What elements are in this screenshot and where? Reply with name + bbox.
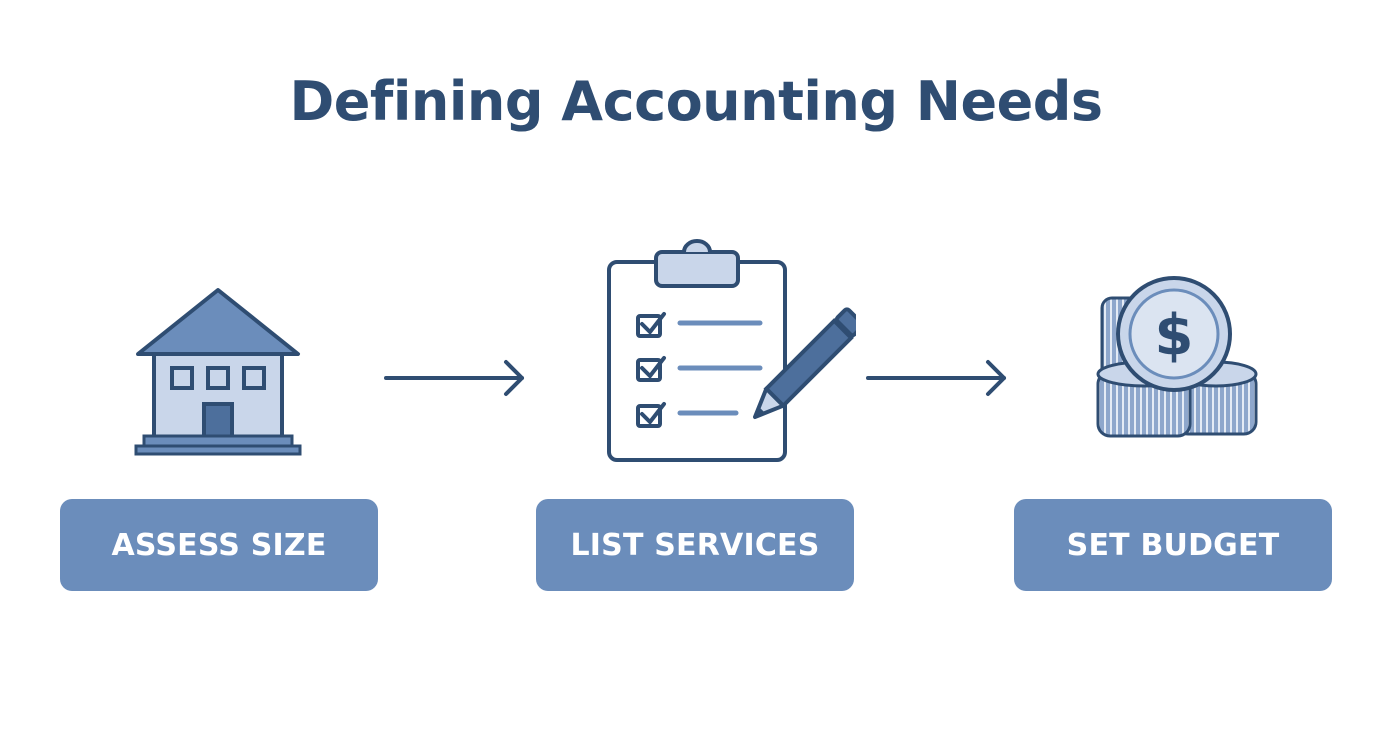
coins-icon: $ <box>1096 276 1258 438</box>
assess-size-button[interactable]: ASSESS SIZE <box>60 499 378 591</box>
clipboard-checklist-icon <box>607 239 856 462</box>
arrow-right-icon <box>866 360 1006 396</box>
list-services-button[interactable]: LIST SERVICES <box>536 499 854 591</box>
arrow-right-icon <box>384 360 524 396</box>
diagram-title: Defining Accounting Needs <box>289 70 1103 133</box>
house-icon <box>134 288 302 456</box>
set-budget-button[interactable]: SET BUDGET <box>1014 499 1332 591</box>
dollar-sign-icon: $ <box>1155 303 1194 368</box>
